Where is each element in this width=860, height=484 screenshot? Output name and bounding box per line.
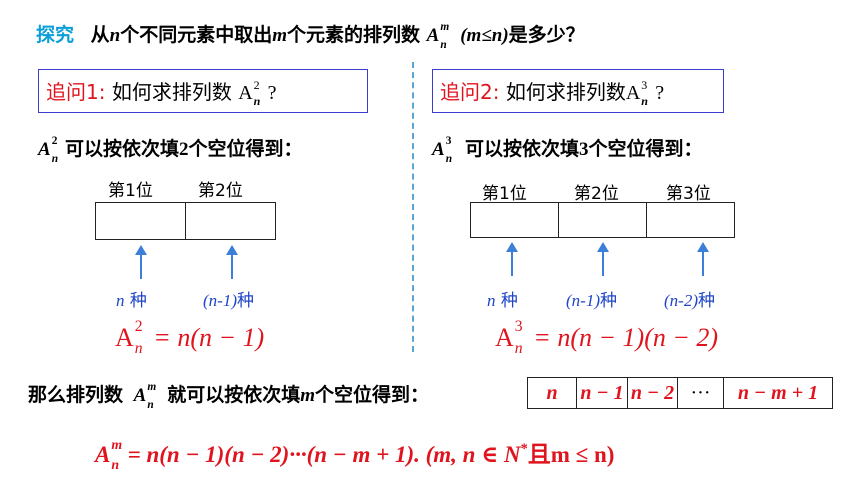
- position-label-1: 第1位: [108, 181, 153, 201]
- title-var-n: n: [109, 25, 121, 46]
- ways-label: (n-1)种: [203, 291, 254, 311]
- arrow-shaft: [140, 255, 142, 279]
- position-label-1: 第1位: [482, 184, 527, 204]
- question-mark: ?: [267, 82, 277, 104]
- slot-box-3: [646, 202, 735, 238]
- title-var-m: m: [272, 25, 288, 46]
- slot-box-1: [95, 202, 186, 240]
- arrow-shaft: [602, 252, 604, 276]
- position-label-2: 第2位: [198, 181, 243, 201]
- arrow-up-icon: [135, 245, 147, 255]
- question-mark: ?: [655, 82, 665, 104]
- slot-box-1: [470, 202, 559, 238]
- arrow-shaft: [702, 252, 704, 276]
- arrow-up-icon: [697, 242, 709, 252]
- position-label-3: 第3位: [666, 184, 711, 204]
- arrow-up-icon: [226, 245, 238, 255]
- ways-label: n 种: [116, 291, 147, 311]
- question-1-prefix: 追问1:: [46, 80, 106, 104]
- slot-cell: n − 1: [576, 377, 628, 409]
- position-label-2: 第2位: [574, 184, 619, 204]
- explore-tag: 探究: [36, 24, 75, 46]
- title-text: 是多少？: [508, 24, 585, 46]
- question-2-prefix: 追问2:: [440, 80, 500, 104]
- arrow-up-icon: [506, 242, 518, 252]
- slot-cell: ···: [677, 377, 724, 409]
- arrow-up-icon: [597, 242, 609, 252]
- title-text: 从: [90, 24, 110, 46]
- arrow-shaft: [231, 255, 233, 279]
- question-box-2: [432, 69, 724, 113]
- slot-box-2: [185, 202, 276, 240]
- question-box-1: [38, 69, 368, 113]
- column-divider: [412, 62, 414, 352]
- question-2-text: 如何求排列数: [505, 80, 626, 104]
- arrow-shaft: [511, 252, 513, 276]
- title-condition: (m≤n): [460, 25, 509, 46]
- ways-label: (n-2)种: [664, 291, 715, 311]
- question-1-text: 如何求排列数: [111, 80, 232, 104]
- slot-box-2: [558, 202, 647, 238]
- slot-cell: n: [527, 377, 577, 409]
- title-text: 个元素的排列数: [287, 24, 421, 46]
- ways-label: (n-1)种: [566, 291, 617, 311]
- ways-label: n 种: [487, 291, 518, 311]
- title-text: 个不同元素中取出: [120, 24, 273, 46]
- slot-cell: n − m + 1: [723, 377, 833, 409]
- slot-cell: n − 2: [627, 377, 678, 409]
